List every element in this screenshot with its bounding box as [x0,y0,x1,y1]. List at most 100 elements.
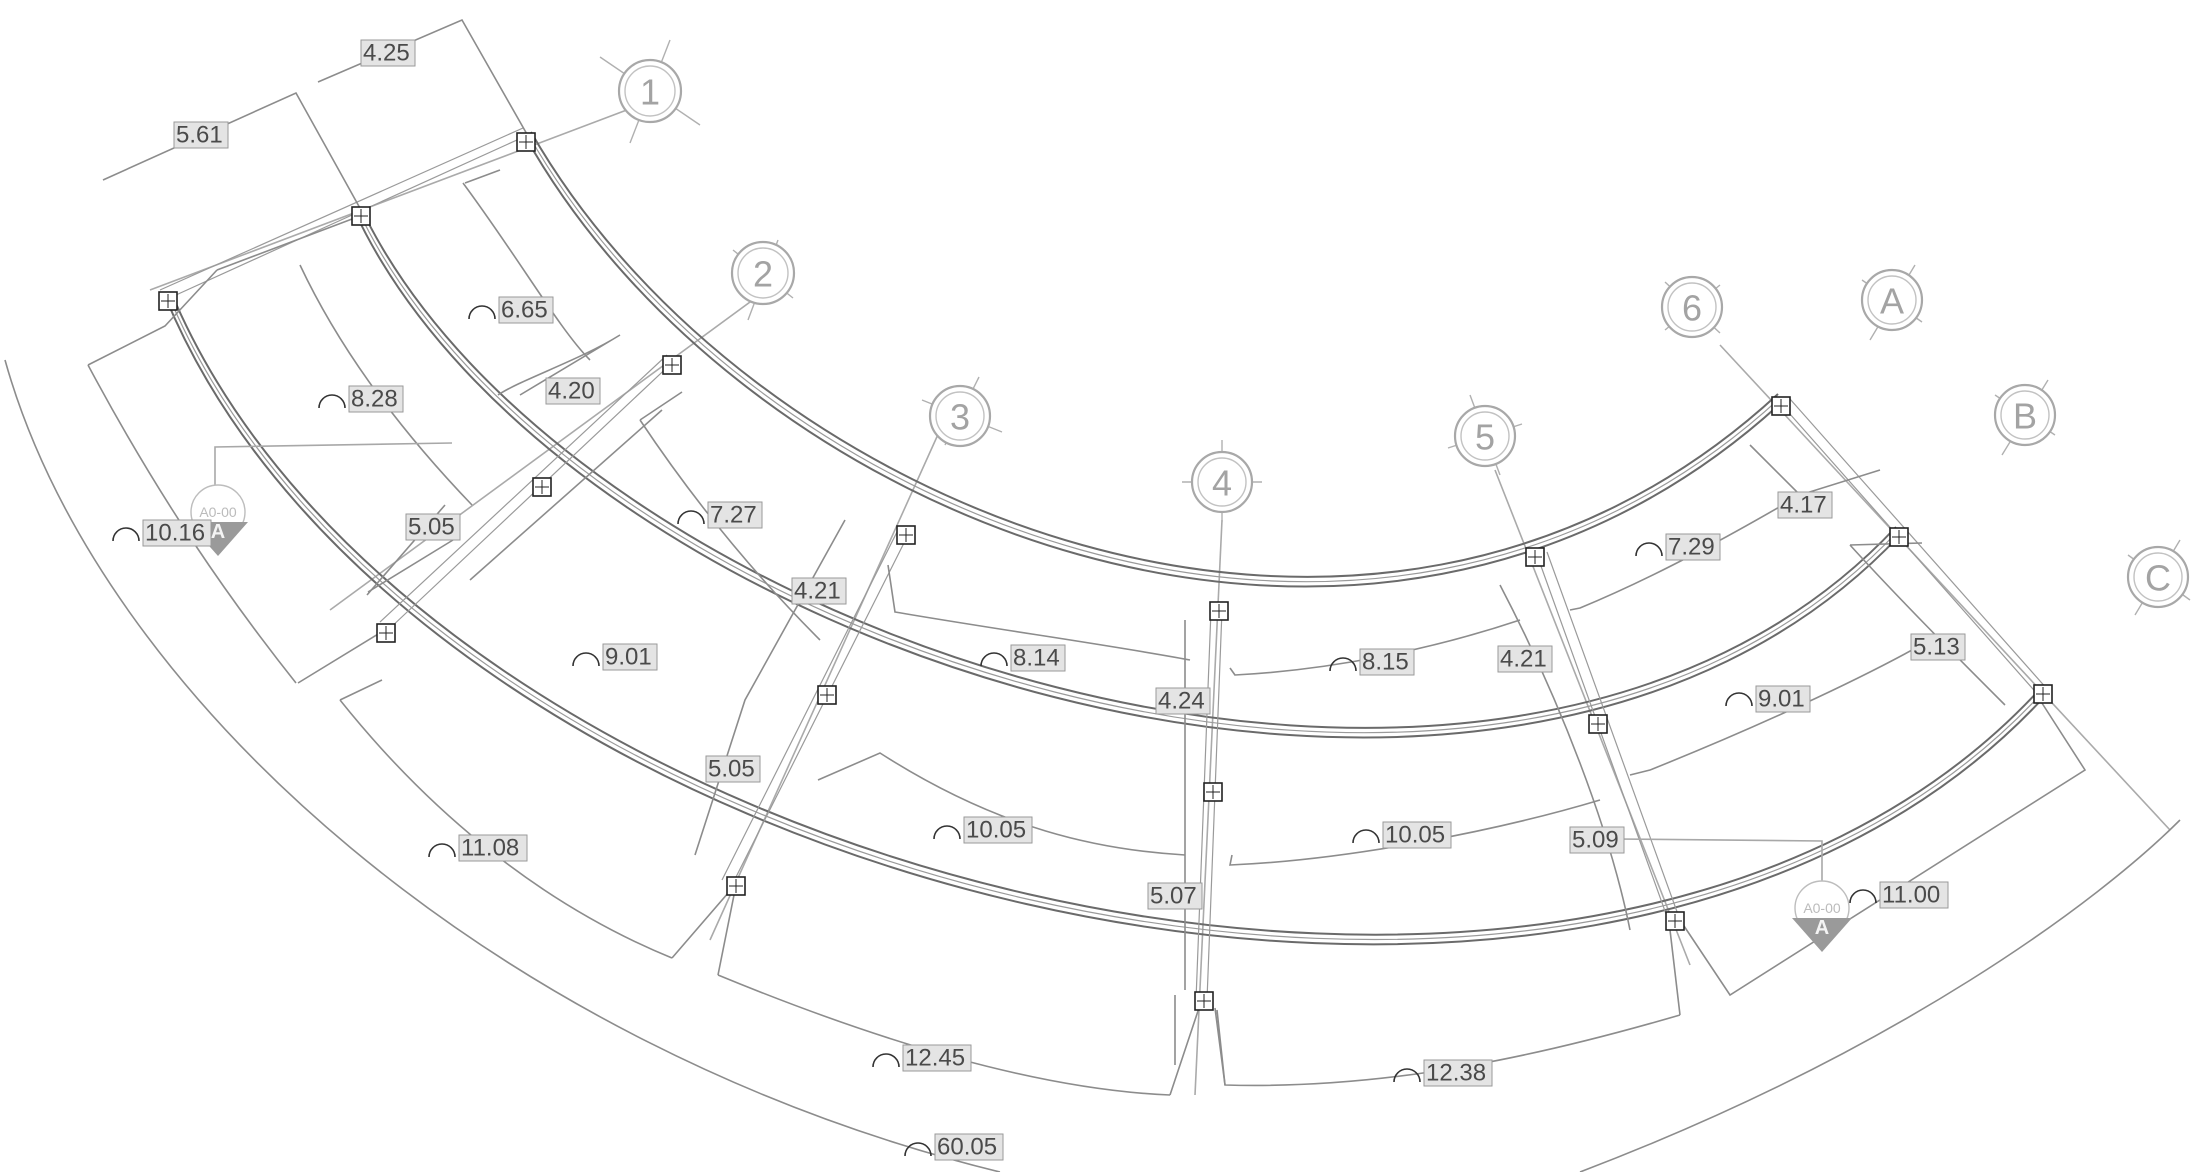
svg-text:5.09: 5.09 [1572,827,1619,854]
column-node [1203,782,1223,802]
dimension-label: 4.21 [791,577,847,605]
svg-text:8.14: 8.14 [1013,645,1060,672]
svg-text:6.65: 6.65 [501,297,548,324]
svg-text:60.05: 60.05 [937,1134,997,1161]
column-node [1665,911,1685,931]
dimension-label: 10.05 [933,816,1033,844]
dimension-label: 10.16 [112,519,212,547]
svg-text:5.13: 5.13 [1913,634,1960,661]
grid-line-2 [329,279,781,611]
svg-text:4.17: 4.17 [1780,492,1827,519]
radial-beams [159,127,2049,1001]
dimension-label: 9.01 [572,643,658,671]
grid-bubble-1-label: 1 [640,72,660,113]
beam-arc-c [164,291,2046,946]
grid-line-6 [1719,344,2171,831]
section-marker-2-sheet: A0-00 [1803,900,1841,916]
dimension-label: 7.27 [677,501,763,529]
grid-bubble-2: 2 [730,239,796,321]
dimension-label: 5.05 [705,755,761,783]
dimension-label: 4.17 [1777,491,1833,519]
column-node [516,132,536,152]
dimension-label: 12.38 [1393,1059,1493,1087]
svg-text:5.07: 5.07 [1150,883,1197,910]
dimension-label: 5.61 [173,121,229,149]
dimension-label: 8.28 [318,385,404,413]
dimension-label: 10.05 [1352,821,1452,849]
svg-text:8.15: 8.15 [1362,649,1409,676]
svg-text:10.05: 10.05 [1385,822,1445,849]
column-node [1771,396,1791,416]
column-node [896,525,916,545]
dimension-label: 7.29 [1635,533,1721,561]
curved-beams [164,131,2046,946]
column-node [2033,684,2053,704]
beam-arc-a [524,131,1783,588]
dimension-label: 4.20 [545,377,601,405]
svg-text:4.21: 4.21 [1500,646,1547,673]
dimension-label: 5.13 [1910,633,1966,661]
grid-line-1 [149,104,641,291]
column-node [158,291,178,311]
grid-bubble-6: 6 [1660,275,1724,339]
column-node [1889,527,1909,547]
grid-bubble-A: A [1860,264,1924,341]
dimension-label: 5.05 [405,513,461,541]
svg-text:7.29: 7.29 [1668,534,1715,561]
grid-bubble-3: 3 [921,376,1003,448]
svg-text:12.45: 12.45 [905,1045,965,1072]
grid-bubble-B: B [1993,379,2057,456]
column-node [532,477,552,497]
dimension-label: 8.14 [980,644,1066,672]
grid-bubble-B-label: B [2013,396,2037,437]
dimension-label: 8.15 [1329,648,1415,676]
svg-text:4.21: 4.21 [794,578,841,605]
grid-bubble-2-label: 2 [753,254,773,295]
dimension-label: 9.01 [1725,685,1811,713]
dimension-label: 4.24 [1155,687,1211,715]
grid-bubble-6-label: 6 [1682,288,1702,329]
column-node [376,623,396,643]
dimension-label: 5.09 [1569,826,1625,854]
column-node [817,685,837,705]
grid-bubble-5-label: 5 [1475,417,1495,458]
section-marker-2-letter: A [1815,917,1829,939]
svg-text:7.27: 7.27 [710,502,757,529]
dimension-label: 11.08 [428,834,528,862]
svg-text:11.00: 11.00 [1882,882,1940,909]
dimension-label: 12.45 [872,1044,972,1072]
dimension-label: 11.00 [1849,881,1949,909]
svg-text:12.38: 12.38 [1426,1060,1486,1087]
svg-text:4.25: 4.25 [363,40,410,67]
grid-bubble-C: C [2126,539,2191,616]
svg-text:8.28: 8.28 [351,386,398,413]
grid-bubble-1: 1 [599,39,701,144]
section-marker-1-letter: A [211,521,225,543]
section-marker-2: A0-00 A [1616,838,1852,952]
grid-bubbles: 1 2 3 4 5 [599,39,2191,616]
svg-text:4.20: 4.20 [548,378,595,405]
svg-text:10.16: 10.16 [145,520,205,547]
dimension-label: 6.65 [468,296,554,324]
section-marker-1: A0-00 A [188,442,453,556]
grid-bubble-5: 5 [1447,394,1523,476]
dimension-label: 60.05 [904,1133,1004,1161]
dimension-label: 4.25 [360,39,416,67]
dimension-labels: 4.25 5.61 6.65 8.28 4.20 10.16 5.05 7.27… [112,39,1966,1161]
column-node [726,876,746,896]
svg-text:5.61: 5.61 [176,122,223,149]
svg-text:9.01: 9.01 [1758,686,1805,713]
column-node [1209,601,1229,621]
svg-text:5.05: 5.05 [708,756,755,783]
svg-text:9.01: 9.01 [605,644,652,671]
dimension-label: 4.21 [1497,645,1553,673]
column-node [351,206,371,226]
column-node [1194,991,1214,1011]
grid-line-3 [709,429,941,941]
grid-bubble-3-label: 3 [950,397,970,438]
column-node [662,355,682,375]
grid-bubble-4-label: 4 [1212,463,1232,504]
column-node [1525,547,1545,567]
svg-text:4.24: 4.24 [1158,688,1205,715]
